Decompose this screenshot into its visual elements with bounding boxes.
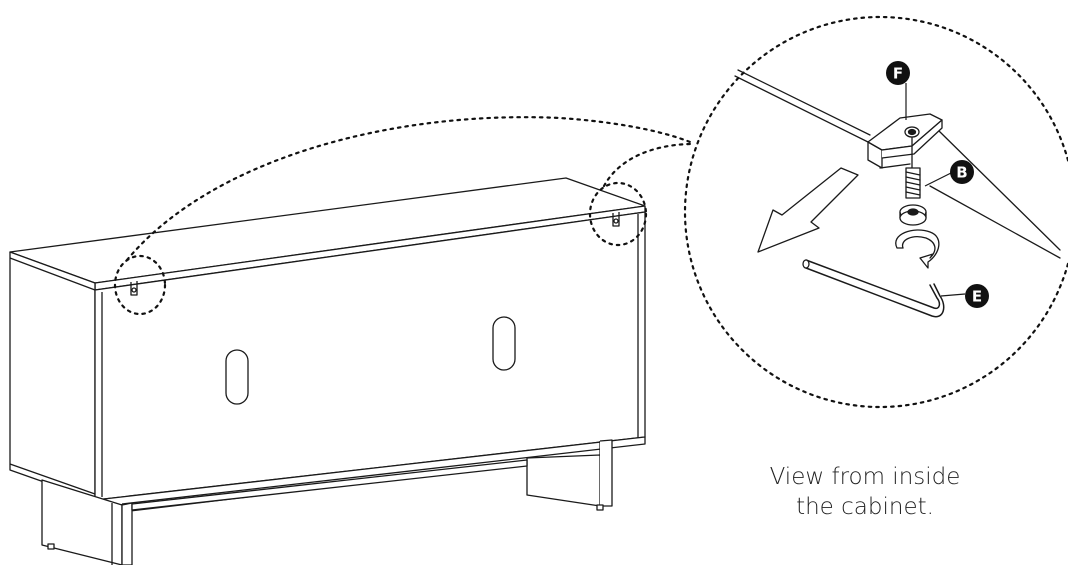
- cable-hole-right: [492, 316, 516, 371]
- bracket-f: [867, 113, 943, 169]
- cable-hole-left: [225, 349, 249, 405]
- leg-front-left: [41, 479, 123, 565]
- caption-line-1: View from inside: [769, 464, 961, 490]
- bracket-left: [130, 281, 138, 296]
- label-leaders: [905, 83, 966, 297]
- screw-b: [899, 136, 927, 226]
- leg-back-left: [121, 502, 133, 565]
- callout-link-arc: [125, 116, 692, 262]
- cabinet-plinth: [94, 436, 646, 505]
- legs: [41, 439, 613, 565]
- rotation-arrow: [895, 229, 940, 269]
- cabinet: [9, 177, 646, 513]
- stretcher: [131, 459, 528, 511]
- label-e-badge: E: [965, 284, 989, 308]
- label-b: B: [956, 164, 967, 182]
- panel-edge-upper: [737, 69, 871, 136]
- detail-view: [734, 69, 1061, 318]
- leg-right: [526, 454, 601, 507]
- bracket-right: [612, 212, 620, 227]
- panel-edge-lower: [734, 75, 869, 143]
- callout-dotted-lines: [113, 15, 1068, 409]
- label-e: E: [972, 288, 982, 306]
- callout-link-right: [602, 142, 692, 188]
- label-f-badge: F: [886, 61, 910, 85]
- label-b-badge: B: [950, 160, 974, 184]
- cabinet-left-side: [9, 251, 96, 501]
- callout-circle-right: [588, 181, 648, 247]
- caption: View from inside the cabinet.: [700, 462, 1030, 522]
- removal-arrow: [757, 167, 859, 253]
- label-f: F: [893, 65, 903, 83]
- callout-circle-left: [113, 254, 167, 316]
- hex-key-e: [802, 259, 945, 318]
- caption-line-2: the cabinet.: [796, 494, 934, 520]
- detail-circle: [683, 15, 1068, 409]
